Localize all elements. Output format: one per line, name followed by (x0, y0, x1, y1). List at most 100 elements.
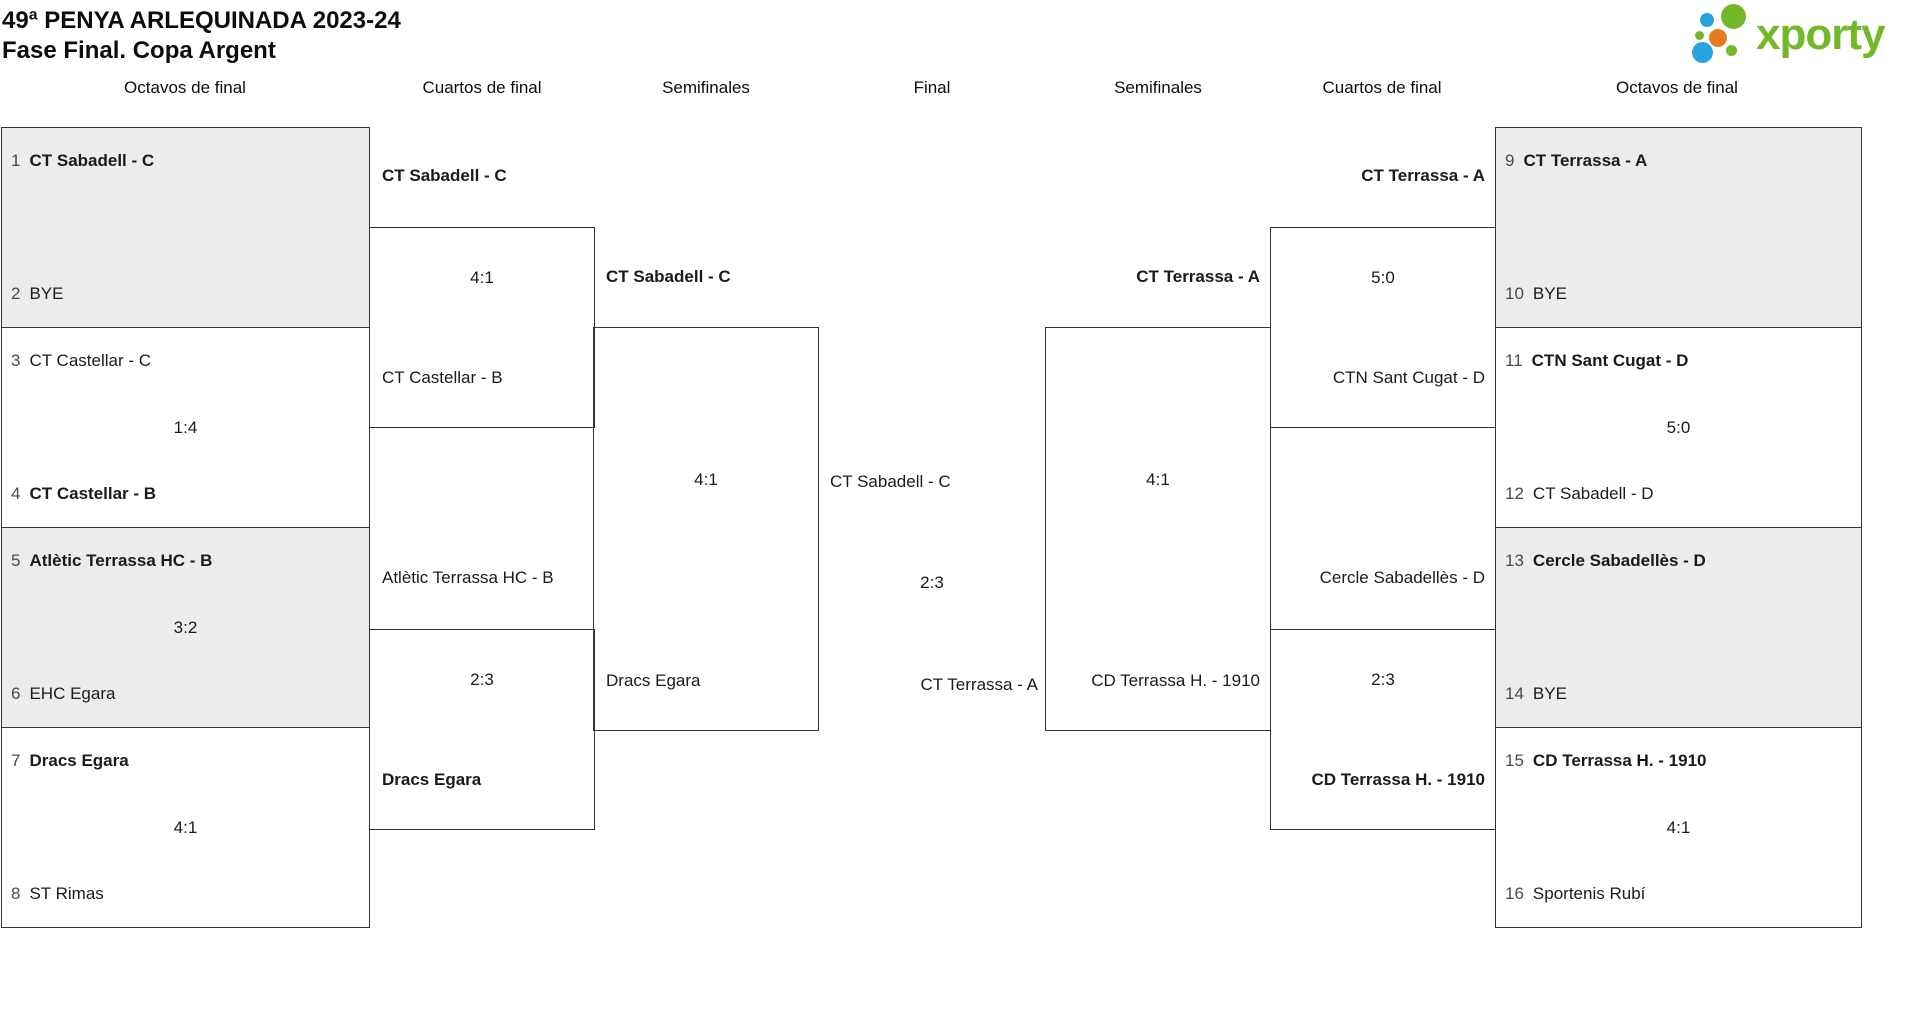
xporty-logo[interactable]: xporty (1688, 2, 1918, 68)
match-box (1, 327, 370, 528)
logo-dot-green-small (1726, 45, 1737, 56)
logo-dot-blue-small (1700, 13, 1714, 27)
team-name: CT Terrassa - A (1136, 267, 1260, 286)
match-score: 4:1 (694, 470, 718, 489)
match-box (369, 629, 595, 830)
team-name: CTN Sant Cugat - D (1531, 351, 1689, 370)
match-box (1495, 327, 1862, 528)
logo-dot-green-tiny (1695, 31, 1704, 40)
team-row: 5 Atlètic Terrassa HC - B (1, 549, 370, 573)
seed-number: 16 (1505, 884, 1524, 903)
team-row: 6 EHC Egara (1, 682, 370, 706)
logo-dot-green-large (1721, 4, 1746, 29)
round-header: Semifinales (1114, 78, 1202, 97)
team-name: EHC Egara (29, 684, 116, 703)
team-name: Sportenis Rubí (1532, 884, 1646, 903)
match-score: 1:4 (173, 418, 198, 437)
match-box (1495, 527, 1862, 728)
team-name: Atlètic Terrassa HC - B (29, 551, 213, 570)
match-score: 2:3 (1371, 670, 1395, 689)
match-box (1, 727, 370, 928)
team-name: CT Sabadell - C (606, 267, 731, 286)
round-header: Final (913, 78, 951, 97)
match-score: 4:1 (470, 268, 494, 287)
team-row: 9 CT Terrassa - A (1495, 149, 1862, 173)
team-row: 1 CT Sabadell - C (1, 149, 370, 173)
seed-number: 3 (11, 351, 21, 370)
team-name: CT Sabadell - D (1532, 484, 1654, 503)
match-box (1270, 227, 1496, 428)
team-name: CT Sabadell - C (382, 166, 507, 185)
match-box (1045, 327, 1271, 731)
logo-dot-orange (1709, 29, 1727, 47)
team-name: ST Rimas (29, 884, 104, 903)
seed-number: 12 (1505, 484, 1524, 503)
team-name: CT Castellar - C (29, 351, 152, 370)
round-header: Octavos de final (124, 78, 246, 97)
round-header: Semifinales (662, 78, 750, 97)
tournament-title: 49ª PENYA ARLEQUINADA 2023-24 (2, 7, 401, 34)
team-row: 12 CT Sabadell - D (1495, 482, 1862, 506)
team-name: CT Sabadell - C (29, 151, 155, 170)
round-header: Cuartos de final (422, 78, 542, 97)
team-name: Cercle Sabadellès - D (1319, 568, 1485, 587)
match-score: 5:0 (1666, 418, 1691, 437)
seed-number: 5 (11, 551, 21, 570)
team-row: 11 CTN Sant Cugat - D (1495, 349, 1862, 373)
team-name: Dracs Egara (29, 751, 129, 770)
seed-number: 11 (1505, 351, 1523, 370)
seed-number: 13 (1505, 551, 1524, 570)
match-box (1270, 629, 1496, 830)
match-score: 4:1 (1146, 470, 1170, 489)
match-score: 3:2 (173, 618, 198, 637)
match-box (1, 127, 370, 328)
team-name: BYE (29, 284, 64, 303)
seed-number: 9 (1505, 151, 1515, 170)
team-name: CTN Sant Cugat - D (1332, 368, 1485, 387)
match-score: 2:3 (920, 573, 944, 592)
round-header: Cuartos de final (1322, 78, 1442, 97)
match-score: 2:3 (470, 670, 494, 689)
team-name: Atlètic Terrassa HC - B (382, 568, 554, 587)
match-box (1495, 127, 1862, 328)
team-row: 2 BYE (1, 282, 370, 306)
team-name: CT Sabadell - C (830, 472, 951, 491)
seed-number: 2 (11, 284, 21, 303)
match-box (369, 227, 595, 428)
team-row: 3 CT Castellar - C (1, 349, 370, 373)
team-name: CD Terrassa H. - 1910 (1091, 671, 1260, 690)
page-title: 49ª PENYA ARLEQUINADA 2023-24 Fase Final… (2, 6, 401, 66)
match-score: 5:0 (1371, 268, 1395, 287)
team-name: Dracs Egara (382, 770, 482, 789)
seed-number: 7 (11, 751, 21, 770)
match-score: 4:1 (173, 818, 198, 837)
team-row: 14 BYE (1495, 682, 1862, 706)
team-row: 13 Cercle Sabadellès - D (1495, 549, 1862, 573)
team-name: BYE (1532, 684, 1567, 703)
team-name: CD Terrassa H. - 1910 (1532, 751, 1707, 770)
seed-number: 10 (1505, 284, 1524, 303)
team-name: Cercle Sabadellès - D (1532, 551, 1706, 570)
seed-number: 1 (11, 151, 21, 170)
match-box (593, 327, 819, 731)
match-box (1495, 727, 1862, 928)
seed-number: 6 (11, 684, 21, 703)
seed-number: 4 (11, 484, 21, 503)
match-score: 4:1 (1666, 818, 1691, 837)
team-row: 16 Sportenis Rubí (1495, 882, 1862, 906)
seed-number: 14 (1505, 684, 1524, 703)
phase-subtitle: Fase Final. Copa Argent (2, 37, 276, 64)
team-name: Dracs Egara (606, 671, 701, 690)
team-name: CT Castellar - B (382, 368, 503, 387)
team-row: 10 BYE (1495, 282, 1862, 306)
logo-wordmark: xporty (1756, 10, 1885, 59)
team-name: CT Terrassa - A (1523, 151, 1648, 170)
match-box (1, 527, 370, 728)
team-name: CT Terrassa - A (1361, 166, 1485, 185)
team-name: BYE (1532, 284, 1567, 303)
logo-dot-blue-large (1692, 42, 1713, 63)
